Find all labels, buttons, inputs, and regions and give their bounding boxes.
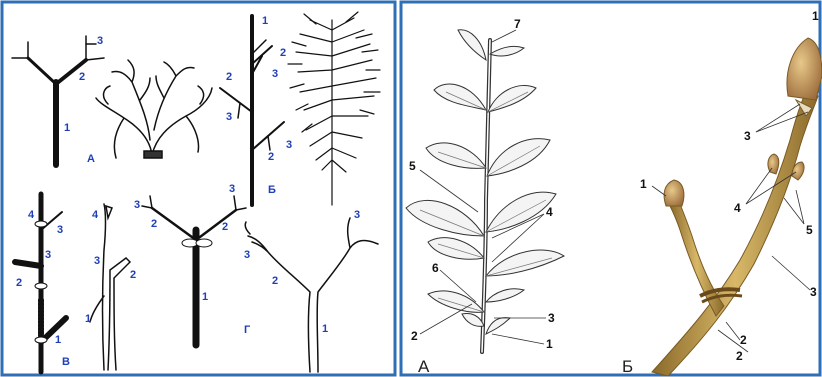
shoot-b-label-3a: 3 — [744, 129, 751, 143]
scheme-v-label-2: 2 — [16, 277, 22, 289]
scheme-g-label-3d: 3 — [354, 209, 360, 221]
shoot-b-twig — [652, 88, 818, 376]
scheme-v-label-1a: 1 — [55, 334, 61, 346]
scheme-b-label-2c: 2 — [268, 151, 274, 163]
shoot-b-label-5: 5 — [806, 223, 813, 237]
scheme-b-label-1: 1 — [262, 15, 268, 27]
shoot-a-label-6: 6 — [432, 261, 439, 275]
shoot-a-label-7: 7 — [514, 17, 521, 31]
scheme-a-bush — [96, 60, 212, 158]
shoot-a-label-3: 3 — [548, 311, 555, 325]
scheme-v-label-2b: 2 — [130, 269, 136, 281]
scheme-g-label-1b: 1 — [322, 323, 328, 335]
scheme-b-label-3c: 3 — [286, 139, 292, 151]
scheme-b-label-3b: 3 — [226, 111, 232, 123]
scheme-g-label-3c: 3 — [244, 249, 250, 261]
scheme-v-label-1b: 1 — [85, 313, 91, 325]
scheme-g-label-3b: 3 — [229, 183, 235, 195]
scheme-g-label-2a: 2 — [151, 218, 157, 230]
shoot-a-label-1: 1 — [546, 337, 553, 351]
shoot-b-label-1a: 1 — [640, 177, 647, 191]
scheme-g-label-2b: 2 — [222, 221, 228, 233]
shoot-b-label-3b: 3 — [810, 285, 817, 299]
shoot-b-label-1b: 1 — [812, 9, 819, 23]
scheme-a-label-3: 3 — [97, 35, 103, 47]
scheme-a-letter: А — [87, 153, 95, 165]
scheme-g-twig — [245, 218, 378, 372]
shoot-b-letter: Б — [622, 357, 633, 376]
scheme-v-label-4a: 4 — [28, 209, 35, 221]
scheme-v-label-4b: 4 — [92, 209, 99, 221]
shoot-b-label-2b: 2 — [736, 349, 743, 363]
shoot-a-label-4: 4 — [546, 205, 553, 219]
scheme-b-label-3a: 3 — [272, 68, 278, 80]
scheme-g-stem — [142, 196, 246, 345]
shoot-a-label-5: 5 — [409, 159, 416, 173]
shoot-b-leader-lines — [652, 104, 810, 352]
scheme-b-pine — [288, 12, 380, 205]
scheme-v-label-3a: 3 — [57, 224, 63, 236]
scheme-b-letter: Б — [268, 184, 276, 196]
shoot-a-stem — [482, 40, 490, 352]
scheme-v-twig — [90, 204, 130, 370]
scheme-b-label-2b: 2 — [226, 71, 232, 83]
shoot-b-label-2a: 2 — [740, 333, 747, 347]
scheme-b-label-2a: 2 — [280, 47, 286, 59]
scheme-g-letter: Г — [244, 324, 251, 336]
scheme-v-label-3b: 3 — [45, 249, 51, 261]
scheme-g-label-1a: 1 — [202, 291, 208, 303]
shoot-a-label-2: 2 — [411, 329, 418, 343]
scheme-a-label-1: 1 — [64, 122, 70, 134]
scheme-g-label-3a: 3 — [134, 199, 140, 211]
scheme-a-label-2: 2 — [79, 71, 85, 83]
shoot-a-letter: А — [418, 357, 430, 376]
scheme-v-letter: В — [62, 356, 70, 368]
scheme-v-label-3c: 3 — [94, 255, 100, 267]
shoot-b-label-4: 4 — [734, 201, 741, 215]
scheme-g-label-2c: 2 — [272, 275, 278, 287]
scheme-a-trunk — [12, 36, 104, 165]
